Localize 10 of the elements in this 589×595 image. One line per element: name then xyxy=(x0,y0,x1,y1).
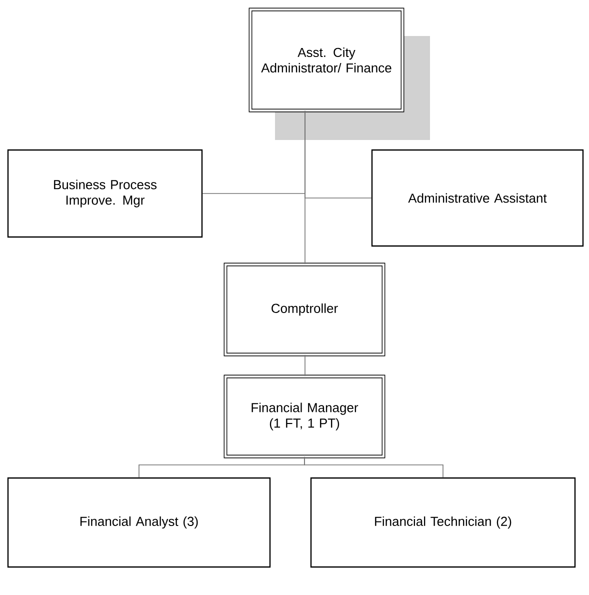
connector-line xyxy=(304,110,306,265)
org-box: Asst. City Administrator/ Finance xyxy=(248,8,430,140)
org-box: Financial Technician (2) xyxy=(310,477,576,568)
connector-line xyxy=(304,456,444,478)
org-box: Comptroller xyxy=(224,262,386,356)
org-box: Administrative Assistant xyxy=(371,149,584,247)
org-box: Financial Analyst (3) xyxy=(7,477,271,568)
org-box: Financial Manager (1 FT, 1 PT) xyxy=(224,374,386,458)
org-box: Business Process Improve. Mgr xyxy=(7,149,203,238)
connector-line xyxy=(304,354,306,377)
